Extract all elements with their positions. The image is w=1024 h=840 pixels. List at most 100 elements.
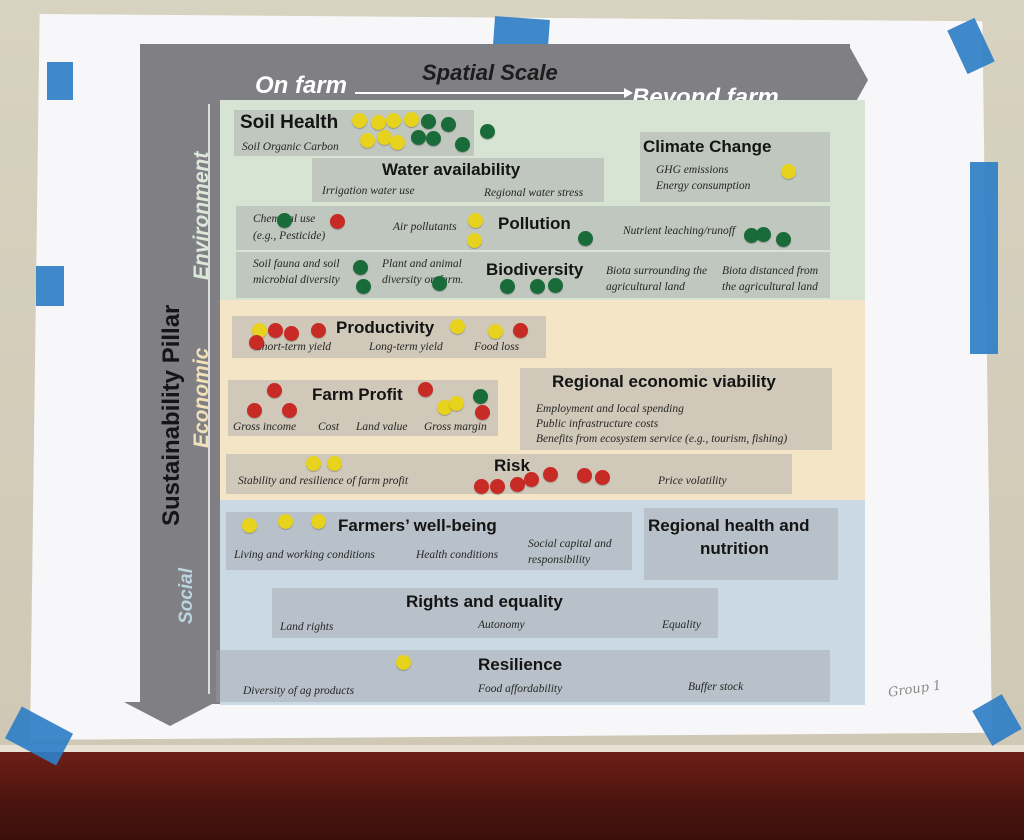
sticker-dot-yellow [450,319,465,334]
sticker-dot-red [284,326,299,341]
gross-margin-label: Gross margin [424,421,487,433]
sticker-dot-yellow [327,456,342,471]
plant-animal-label: Plant and animal [382,258,462,270]
sticker-dot-yellow [396,655,411,670]
on-farm-label: On farm [255,72,348,99]
pesticide-label: (e.g., Pesticide) [253,230,326,242]
sticker-dot-yellow [449,396,464,411]
responsibility-label: responsibility [528,554,591,566]
nutrient-leaching-label: Nutrient leaching/runoff [623,225,736,237]
tape-left-top [47,62,73,100]
spatial-scale-label: Spatial Scale [422,60,558,85]
farm-profit-title: Farm Profit [312,385,403,404]
infrastructure-costs-label: Public infrastructure costs [536,418,659,430]
land-rights-label: Land rights [280,621,334,633]
biota-distanced-label: Biota distanced from [722,265,819,277]
sticker-dot-red [418,382,433,397]
air-pollutants-label: Air pollutants [393,221,457,233]
energy-consumption-label: Energy consumption [656,180,751,192]
regional-viability-box [520,368,832,450]
sticker-dot-green [756,227,771,242]
sticker-dot-red [330,214,345,229]
sticker-dot-yellow [311,514,326,529]
nutrition-title: nutrition [700,539,769,558]
sticker-dot-yellow [252,323,267,338]
climate-change-title: Climate Change [643,137,772,156]
sticker-dot-red [513,323,528,338]
sticker-dot-green [500,279,515,294]
wellbeing-title: Farmers’ well-being [338,516,497,535]
price-volatility-label: Price volatility [658,475,727,487]
sticker-dot-red [474,479,489,494]
regional-viability-title: Regional economic viability [552,372,776,391]
food-affordability-label: Food affordability [478,683,563,695]
wooden-ledge [0,752,1024,840]
sticker-dot-yellow [377,130,392,145]
health-conditions-label: Health conditions [416,549,499,561]
sticker-dot-red [543,467,558,482]
soil-organic-carbon-label: Soil Organic Carbon [242,141,339,153]
spatial-scale-arrowhead [848,44,868,116]
sticker-dot-yellow [352,113,367,128]
tape-right-mid [970,162,998,354]
ledge-edge [0,745,1024,755]
sticker-dot-green [441,117,456,132]
sticker-dot-green [776,232,791,247]
buffer-stock-label: Buffer stock [688,681,744,693]
sticker-dot-red [595,470,610,485]
sticker-dot-green [432,276,447,291]
regional-health-box [644,508,838,580]
microbial-diversity-label: microbial diversity [253,274,340,286]
sticker-dot-yellow [468,213,483,228]
sticker-dot-yellow [404,112,419,127]
sticker-dot-green [353,260,368,275]
sticker-dot-yellow [386,113,401,128]
social-pillar-label: Social [176,568,197,624]
economic-pillar-label: Economic [190,347,213,448]
the-agricultural-land-label: the agricultural land [722,281,818,293]
sustainability-pillar-label: Sustainability Pillar [158,304,185,526]
regional-water-stress-label: Regional water stress [484,187,584,199]
climate-change-box [640,132,830,202]
rights-title: Rights and equality [406,592,563,611]
diversity-on-farm-label: diversity on farm. [382,274,464,286]
agricultural-land-label: agricultural land [606,281,685,293]
sticker-dot-green [548,278,563,293]
equality-label: Equality [662,619,701,631]
sticker-dot-green [277,213,292,228]
environment-band [220,100,865,300]
social-band [220,500,865,705]
resilience-box [216,650,830,702]
food-loss-label: Food loss [474,341,520,353]
biota-surrounding-label: Biota surrounding the [606,265,708,277]
sticker-dot-red [282,403,297,418]
gross-income-label: Gross income [233,421,297,433]
stability-resilience-label: Stability and resilience of farm profit [238,475,409,487]
sticker-dot-yellow [242,518,257,533]
sticker-dot-yellow [360,133,375,148]
wellbeing-box [226,512,632,570]
sticker-dot-red [510,477,525,492]
diversity-ag-label: Diversity of ag products [243,685,355,697]
pillar-divider-line [208,104,210,694]
sticker-dot-yellow [437,400,452,415]
resilience-title: Resilience [478,655,563,674]
soil-health-title: Soil Health [240,112,339,133]
sticker-dot-yellow [371,115,386,130]
productivity-title: Productivity [336,318,435,337]
sticker-dot-red [311,323,326,338]
pollution-title: Pollution [498,214,571,233]
sticker-dot-yellow [306,456,321,471]
soil-fauna-label: Soil fauna and soil [253,258,340,270]
biodiversity-title: Biodiversity [486,260,584,279]
long-term-yield-label: Long-term yield [369,341,443,353]
sticker-dot-yellow [488,324,503,339]
sticker-dot-red [475,405,490,420]
water-availability-title: Water availability [382,160,521,179]
environment-pillar-label: Environment [190,151,213,280]
autonomy-label: Autonomy [478,619,525,631]
sticker-dot-red [247,403,262,418]
employment-label: Employment and local spending [536,403,684,415]
land-value-label: Land value [356,421,408,433]
sustainability-pillar-arrowhead [124,702,216,726]
